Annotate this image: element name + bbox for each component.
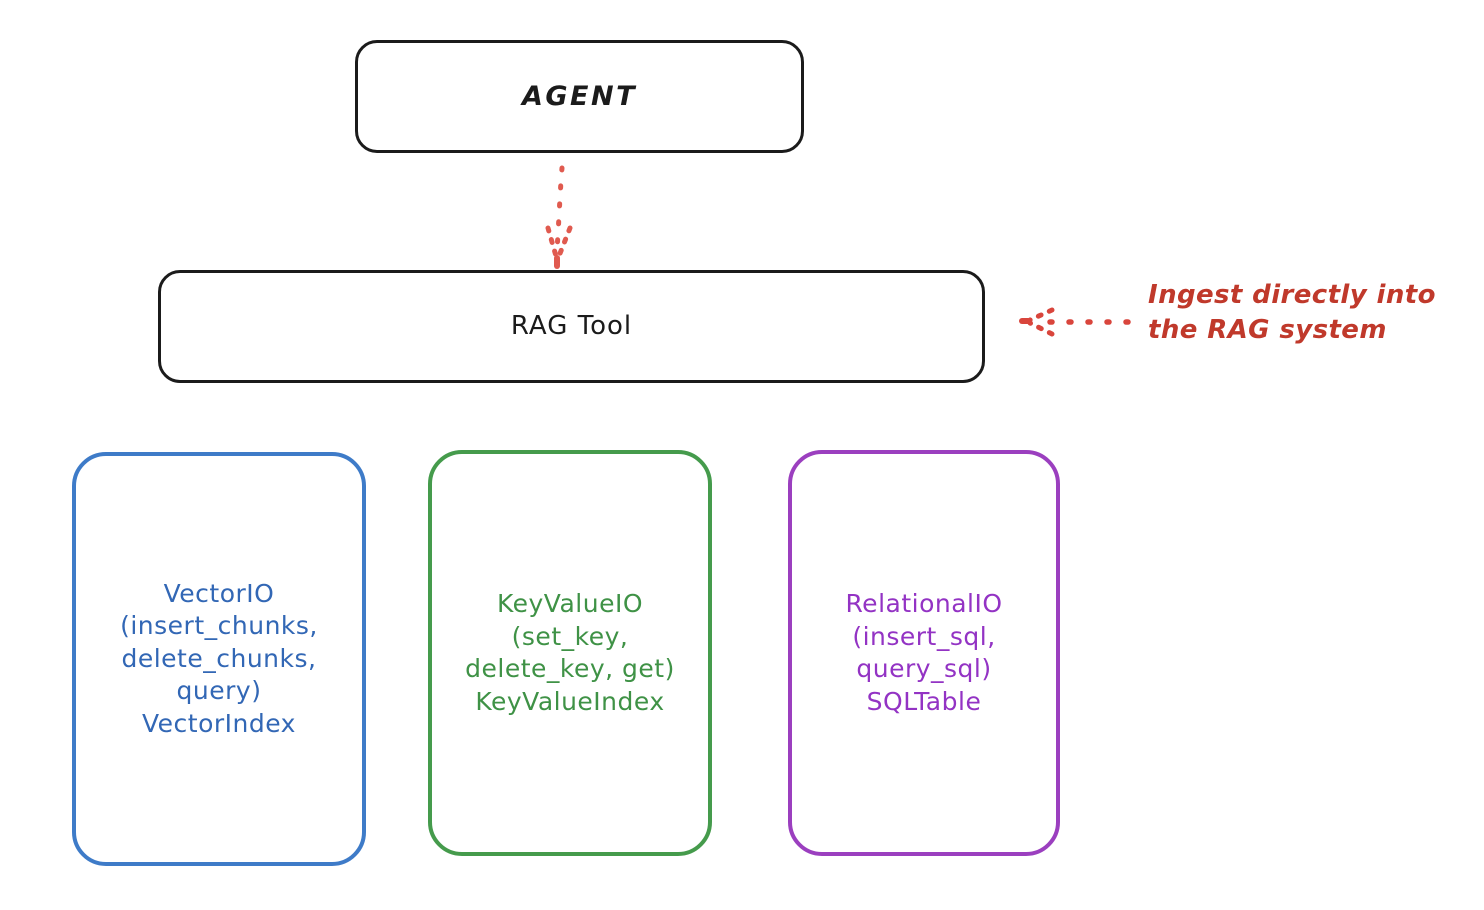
node-relational-io-content: RelationalIO (insert_sql, query_sql) SQL… [845,588,1002,718]
node-vector-io-content: VectorIO (insert_chunks, delete_chunks, … [120,578,318,741]
node-vector-index-label: VectorIndex [141,708,296,738]
node-relational-io-label: RelationalIO (insert_sql, query_sql) [845,589,1003,683]
node-agent[interactable]: AGENT [355,40,804,153]
node-vector-io[interactable]: VectorIO (insert_chunks, delete_chunks, … [72,452,366,866]
node-sql-table-label: SQLTable [866,686,982,716]
node-key-value-io-content: KeyValueIO (set_key, delete_key, get) Ke… [465,588,675,718]
node-key-value-io-label: KeyValueIO (set_key, delete_key, get) [465,589,675,683]
connector-ingest-to-rag [1019,307,1131,337]
node-relational-io[interactable]: RelationalIO (insert_sql, query_sql) SQL… [788,450,1060,856]
node-key-value-index-label: KeyValueIndex [475,686,665,716]
arrowhead-lower-stroke [1027,320,1055,337]
node-rag-tool[interactable]: RAG Tool [158,270,985,383]
node-vector-io-label: VectorIO (insert_chunks, delete_chunks, … [120,578,318,706]
arrowhead-upper-stroke [1027,307,1055,323]
node-key-value-io[interactable]: KeyValueIO (set_key, delete_key, get) Ke… [428,450,712,856]
arrowhead-right-stroke [556,225,573,259]
arrowhead-left-stroke [545,225,559,259]
node-rag-tool-label: RAG Tool [510,310,633,341]
connector-agent-to-rag [545,165,573,269]
node-agent-label: AGENT [521,80,637,112]
annotation-ingest: Ingest directly into the RAG system [1148,280,1436,346]
